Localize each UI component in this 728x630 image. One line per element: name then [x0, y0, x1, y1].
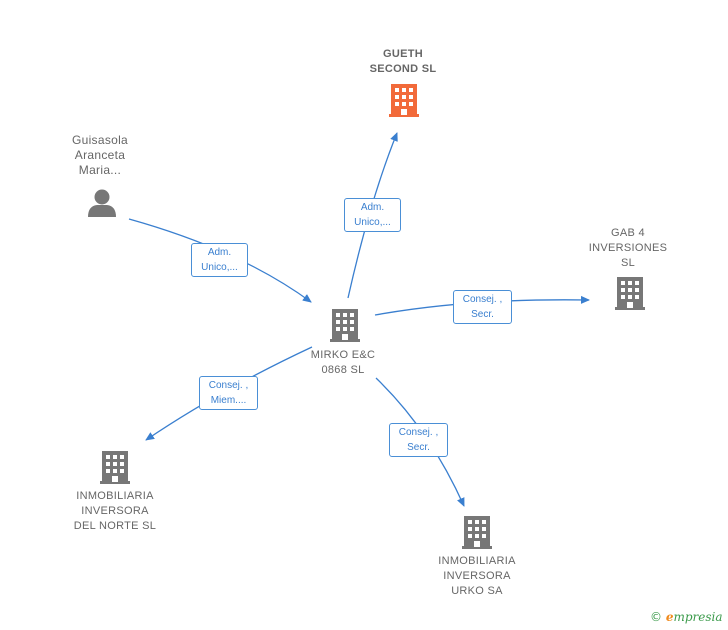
- building-icon: [615, 277, 645, 310]
- building-icon: [100, 451, 130, 484]
- brand-initial: e: [665, 610, 674, 624]
- building-icon: [330, 309, 360, 342]
- building-icon: [462, 516, 492, 549]
- node-label-urko[interactable]: INMOBILIARIA INVERSORA URKO SA: [438, 555, 516, 597]
- node-label-gab4[interactable]: GAB 4 INVERSIONES SL: [588, 227, 668, 269]
- brand-name: mpresia: [673, 610, 723, 624]
- edge-label-to-urko[interactable]: Consej. , Secr.: [389, 423, 448, 457]
- copyright-symbol: ©: [650, 610, 662, 624]
- node-label-norte[interactable]: INMOBILIARIA INVERSORA DEL NORTE SL: [73, 490, 157, 532]
- edge-label-to-norte[interactable]: Consej. , Miem....: [199, 376, 258, 410]
- node-label-gueth[interactable]: GUETH SECOND SL: [369, 48, 437, 75]
- edge-label-from-guisasola[interactable]: Adm. Unico,...: [191, 243, 248, 277]
- node-label-mirko[interactable]: MIRKO E&C 0868 SL: [310, 349, 376, 376]
- node-label-guisasola[interactable]: Guisasola Aranceta Maria...: [71, 133, 129, 177]
- edge-label-to-gueth[interactable]: Adm. Unico,...: [344, 198, 401, 232]
- edge-label-to-gab4[interactable]: Consej. , Secr.: [453, 290, 512, 324]
- person-icon: [88, 189, 116, 217]
- building-icon: [389, 84, 419, 117]
- brand-footer: © empresia: [650, 610, 723, 624]
